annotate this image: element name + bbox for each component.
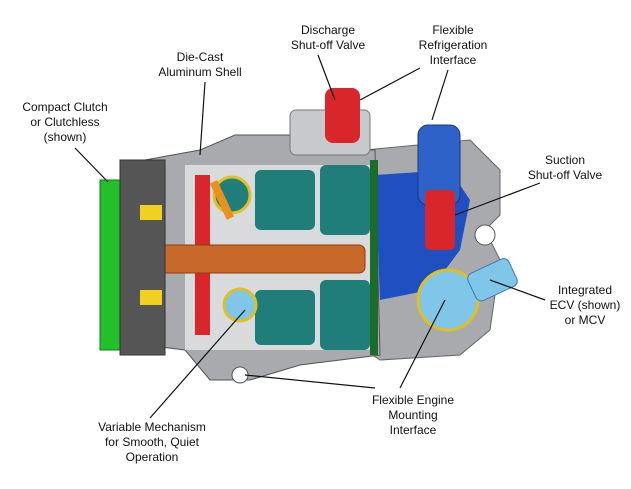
label-line: Aluminum Shell — [158, 65, 242, 79]
link-arm — [209, 180, 235, 220]
label-line: Integrated — [557, 283, 613, 297]
discharge-valve — [325, 88, 360, 143]
label-line: Refrigeration — [418, 38, 488, 52]
label-line: Flexible — [432, 23, 474, 37]
mount-hole — [474, 224, 496, 246]
leader-lines — [74, 54, 546, 419]
bearing-lower — [140, 290, 162, 305]
label-line: Suction — [544, 153, 586, 167]
label-line: Interface — [389, 423, 437, 437]
label-line: (shown) — [43, 130, 87, 144]
label-line: Flexible Engine — [371, 393, 455, 407]
label-compact-clutch: Compact Clutch or Clutchless (shown) — [22, 100, 107, 145]
label-discharge-valve: Discharge Shut-off Valve — [291, 23, 365, 53]
label-line: Variable Mechanism — [98, 420, 206, 434]
label-line: Operation — [125, 450, 179, 464]
ecv-connector — [467, 258, 518, 302]
valve-plate — [370, 160, 378, 355]
label-line: Die-Cast — [176, 50, 224, 64]
swash-link-lower — [222, 287, 258, 323]
label-line: Discharge — [300, 23, 356, 37]
cylinder-lower — [255, 290, 315, 345]
cylinder-lower-rear — [320, 280, 370, 350]
bearing-upper — [140, 205, 162, 220]
label-line: Shut-off Valve — [290, 38, 366, 52]
label-line: ECV (shown) — [549, 298, 621, 312]
label-line: or MCV — [564, 313, 606, 327]
label-die-cast-shell: Die-Cast Aluminum Shell — [158, 50, 241, 80]
label-line: Interface — [429, 53, 477, 67]
cylinder-upper — [255, 170, 315, 230]
label-line: for Smooth, Quiet — [104, 435, 200, 449]
label-line: Mounting — [388, 408, 438, 422]
label-engine-mounting: Flexible Engine Mounting Interface — [372, 393, 454, 438]
label-line: Shut-off Valve — [527, 168, 603, 182]
label-suction-valve: Suction Shut-off Valve — [528, 153, 602, 183]
label-variable-mechanism: Variable Mechanism for Smooth, Quiet Ope… — [98, 420, 206, 465]
label-integrated-ecv: Integrated ECV (shown) or MCV — [550, 283, 621, 328]
pulley — [119, 159, 166, 356]
label-line: or Clutchless — [30, 115, 100, 129]
cylinder-upper-rear — [320, 165, 370, 235]
label-line: Compact Clutch — [22, 100, 108, 114]
suction-valve — [425, 190, 455, 250]
label-refrigeration-interface: Flexible Refrigeration Interface — [419, 23, 488, 68]
